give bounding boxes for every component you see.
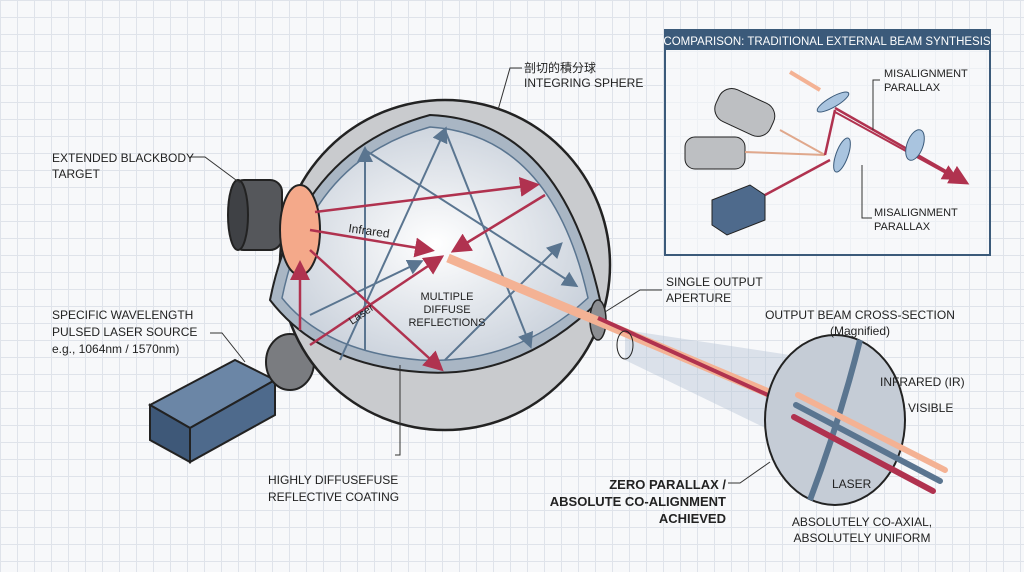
label-zero-parallax-2: ABSOLUTE CO-ALIGNMENT	[550, 494, 726, 509]
label-coaxial-2: ABSOLUTELY UNIFORM	[794, 531, 931, 545]
comparison-inset: COMPARISON: TRADITIONAL EXTERNAL BEAM SY…	[663, 29, 991, 256]
label-reflections-2: DIFFUSE	[423, 304, 470, 316]
inset-label-parallax-1: PARALLAX	[884, 82, 941, 94]
label-cross-section: OUTPUT BEAM CROSS-SECTION	[765, 308, 955, 322]
magnification-cone	[625, 330, 790, 440]
inset-label-misalignment-2: MISALIGNMENT	[874, 207, 958, 219]
label-blackbody: EXTENDED BLACKBODY	[52, 151, 194, 165]
blackbody-target	[227, 179, 283, 251]
inset-header: COMPARISON: TRADITIONAL EXTERNAL BEAM SY…	[663, 36, 991, 48]
title-cn: 剖切的積分球	[524, 60, 596, 75]
label-cross-section-2: (Magnified)	[830, 324, 890, 338]
label-coating: HIGHLY DIFFUSEFUSE	[268, 473, 398, 487]
label-aperture-2: APERTURE	[666, 291, 731, 305]
label-laser-source-3: e.g., 1064nm / 1570nm)	[52, 342, 179, 356]
inset-label-misalignment-1: MISALIGNMENT	[884, 68, 968, 80]
label-aperture: SINGLE OUTPUT	[666, 275, 763, 289]
label-ir: INFRARED (IR)	[880, 375, 965, 389]
label-laser-source-2: PULSED LASER SOURCE	[52, 325, 197, 339]
laser-source	[147, 333, 315, 464]
label-zero-parallax: ZERO PARALLAX /	[609, 477, 726, 492]
inset-label-parallax-2: PARALLAX	[874, 221, 931, 233]
infrared-laser-rays	[290, 176, 546, 372]
label-infrared-ray: Infrared	[348, 221, 391, 241]
label-visible: VISIBLE	[908, 401, 953, 415]
label-reflections-3: REFLECTIONS	[408, 317, 485, 329]
beam-cross-section	[764, 334, 948, 506]
label-laser: LASER	[832, 477, 872, 491]
label-laser-source: SPECIFIC WAVELENGTH	[52, 308, 193, 322]
label-sphere: INTEGRING SPHERE	[524, 76, 643, 90]
label-coating-2: REFLECTIVE COATING	[268, 490, 399, 504]
label-reflections: MULTIPLE	[421, 291, 474, 303]
label-coaxial: ABSOLUTELY CO-AXIAL,	[792, 515, 932, 529]
label-blackbody-2: TARGET	[52, 167, 100, 181]
sphere-cutaway-interior	[281, 126, 589, 362]
label-zero-parallax-3: ACHIEVED	[659, 511, 726, 526]
